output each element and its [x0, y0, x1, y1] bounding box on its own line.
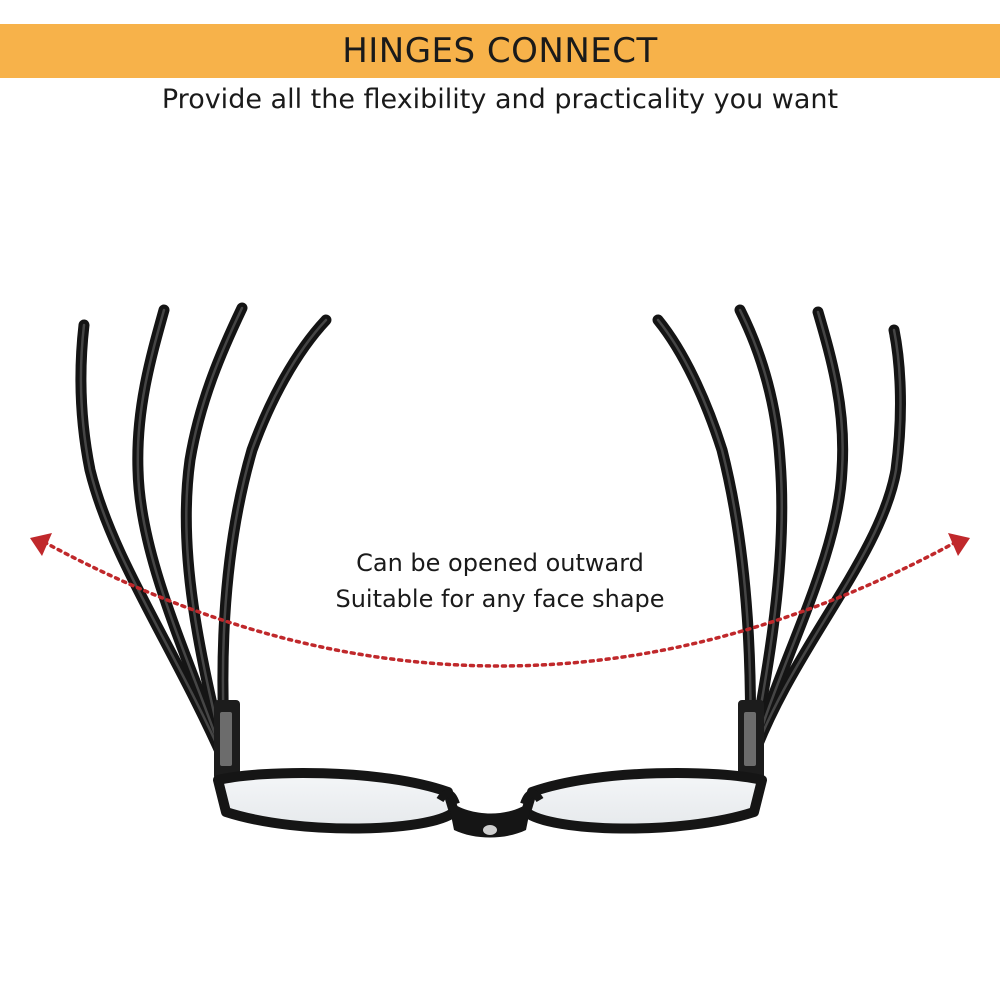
caption-line-1: Can be opened outward — [356, 549, 644, 577]
header-banner: HINGES CONNECT — [0, 24, 1000, 78]
subtitle: Provide all the flexibility and practica… — [161, 84, 839, 115]
right-temple-arms — [652, 304, 906, 771]
banner-title: HINGES CONNECT — [342, 31, 658, 71]
right-hinge — [738, 700, 764, 780]
left-temple-arms — [75, 302, 332, 771]
outward-arrow-icon — [30, 533, 970, 668]
glasses-frame-icon — [213, 767, 767, 838]
caption-line-2: Suitable for any face shape — [335, 585, 665, 613]
left-hinge — [214, 700, 240, 780]
feature-caption: Can be opened outward Suitable for any f… — [250, 545, 750, 617]
